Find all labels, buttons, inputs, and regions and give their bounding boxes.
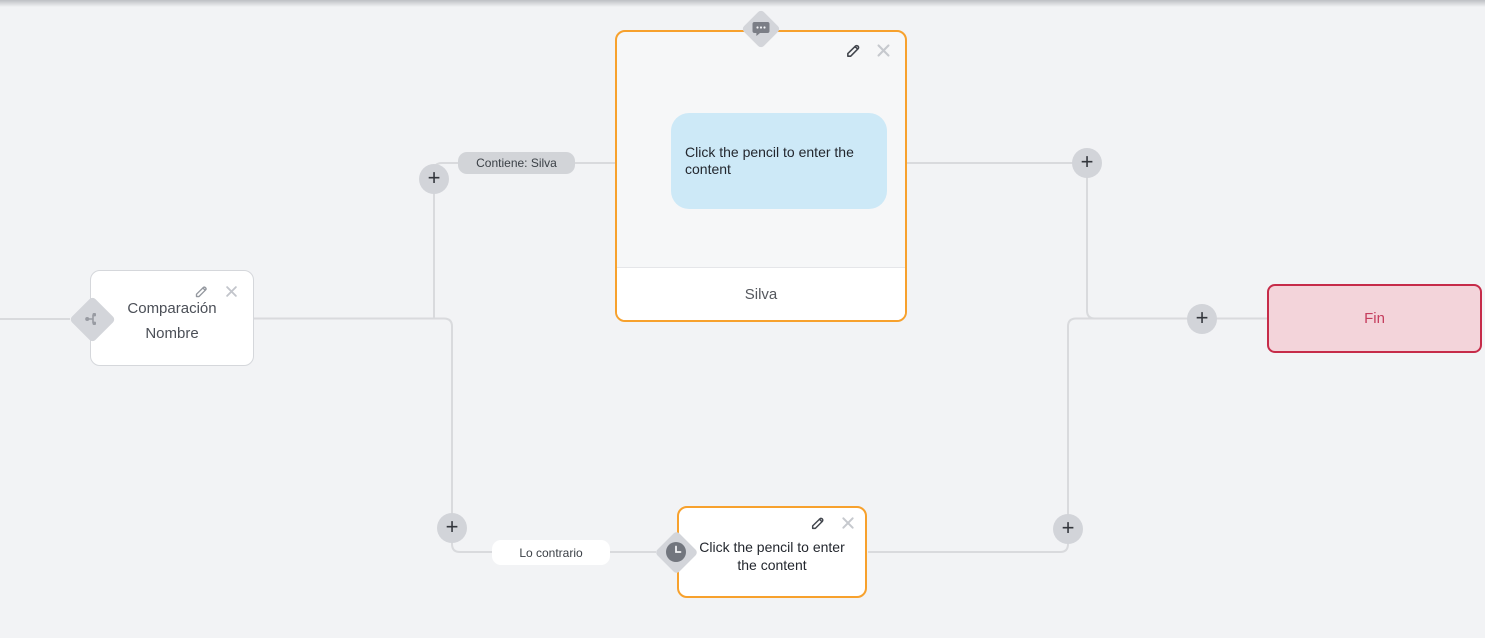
pencil-icon <box>195 286 207 297</box>
plus-icon: + <box>445 514 459 539</box>
message-node-type-badge <box>737 5 785 53</box>
close-icon <box>876 43 890 57</box>
plus-icon: + <box>427 165 441 190</box>
add-step-button-after-wait[interactable]: + <box>1053 514 1083 544</box>
delete-button[interactable] <box>839 514 857 532</box>
message-footer-label: Silva <box>744 285 778 303</box>
pencil-icon <box>846 44 859 57</box>
message-node-footer: Silva <box>617 267 905 320</box>
delete-button[interactable] <box>874 41 892 59</box>
pencil-icon <box>811 517 824 530</box>
condition-node[interactable]: Comparación Nombre <box>90 270 254 366</box>
wait-node-type-badge <box>652 528 700 576</box>
close-icon <box>842 517 854 529</box>
chat-bubble-icon <box>752 22 770 36</box>
delete-button[interactable] <box>222 282 240 300</box>
condition-node-type-badge <box>68 295 116 343</box>
wait-node[interactable]: Click the pencil to enter the content <box>677 506 867 598</box>
message-node[interactable]: Click the pencil to enter the content Si… <box>615 30 907 322</box>
message-bubble-text: Click the pencil to enter the content <box>685 144 854 177</box>
plus-icon: + <box>1080 149 1094 174</box>
plus-icon: + <box>1061 515 1075 540</box>
wait-node-text: Click the pencil to enter the content <box>699 539 845 573</box>
end-node-label: Fin <box>1364 310 1385 327</box>
add-step-button-after-message[interactable]: + <box>1072 148 1102 178</box>
branch-icon <box>84 313 96 325</box>
condition-node-title-line1: Comparación <box>127 300 217 317</box>
close-icon <box>225 285 237 297</box>
add-step-button-before-end[interactable]: + <box>1187 304 1217 334</box>
edit-button[interactable] <box>192 282 210 300</box>
edge-label-otherwise: Lo contrario <box>492 540 610 565</box>
edge-label-contains-text: Contiene: Silva <box>476 156 557 170</box>
edge-label-contains: Contiene: Silva <box>458 152 575 174</box>
add-step-button-branch-false[interactable]: + <box>437 513 467 543</box>
edge-label-otherwise-text: Lo contrario <box>519 545 583 560</box>
end-node[interactable]: Fin <box>1267 284 1482 353</box>
edit-button[interactable] <box>809 514 827 532</box>
clock-icon <box>666 542 686 562</box>
add-step-button-branch-true[interactable]: + <box>419 164 449 194</box>
edit-button[interactable] <box>844 41 862 59</box>
condition-node-title-line2: Nombre <box>145 325 199 342</box>
plus-icon: + <box>1195 305 1209 330</box>
message-bubble: Click the pencil to enter the content <box>671 113 887 209</box>
